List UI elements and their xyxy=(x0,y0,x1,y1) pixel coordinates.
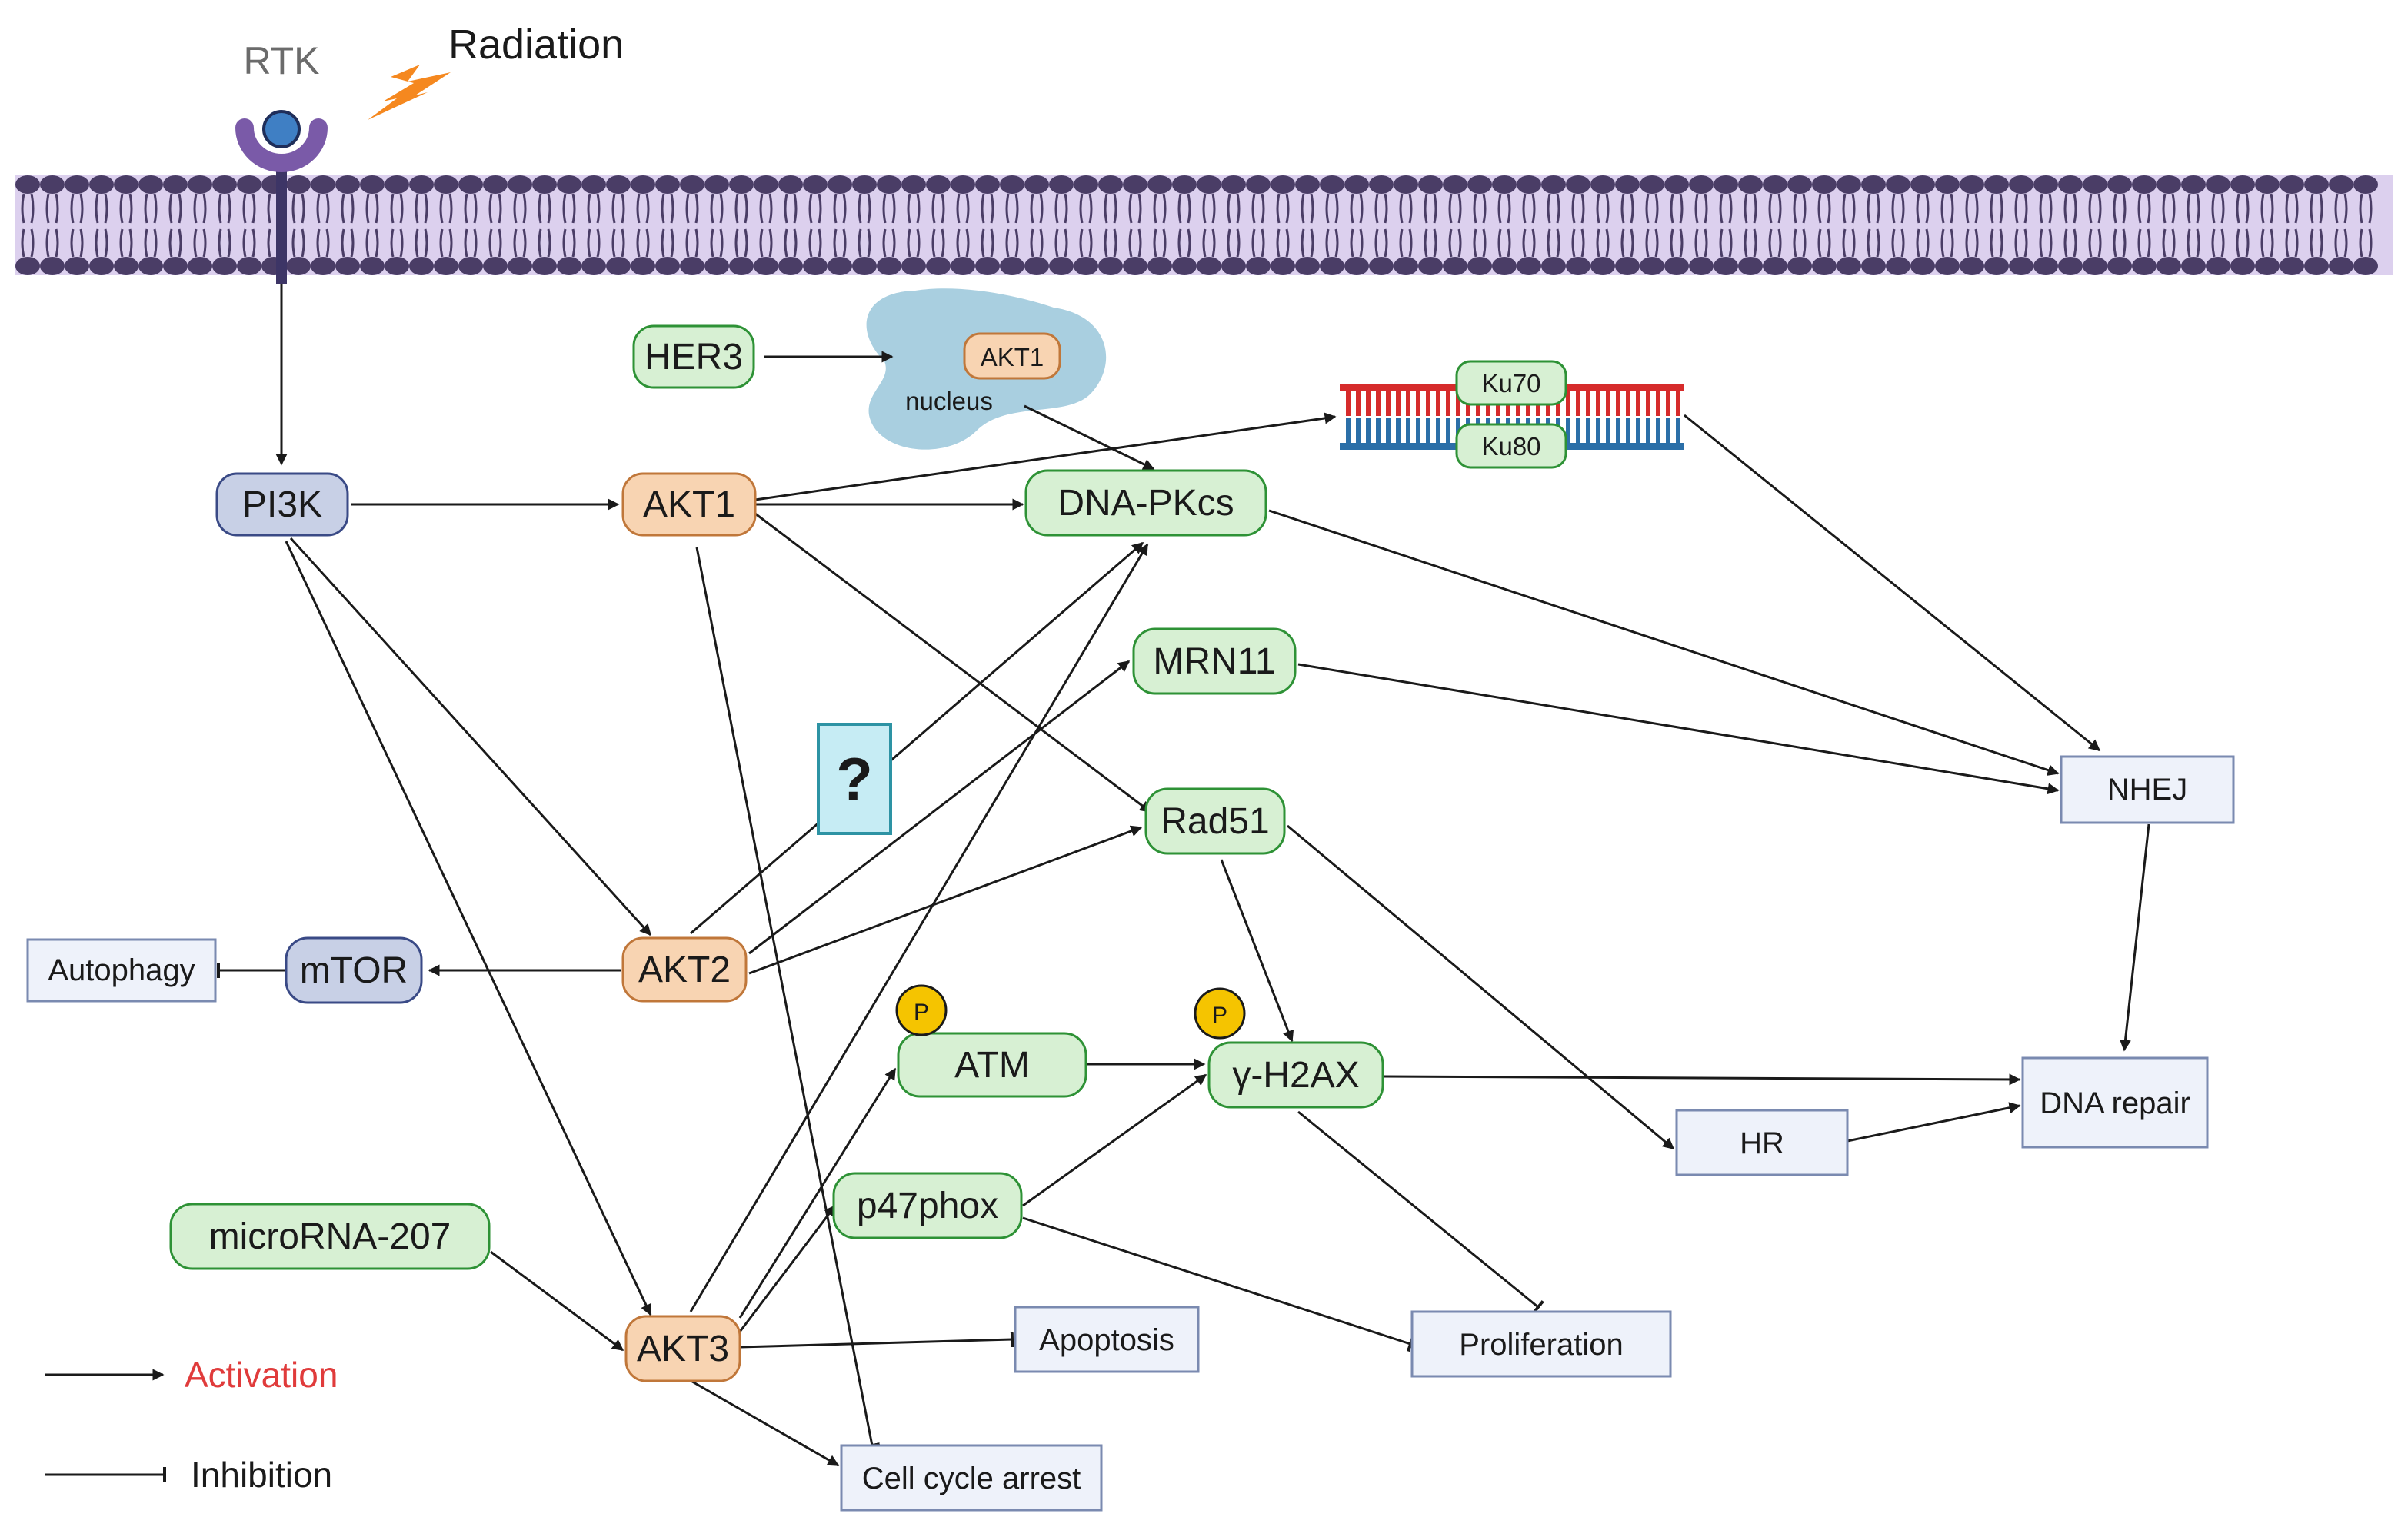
pi3k-label: PI3K xyxy=(242,484,322,525)
node-akt3[interactable]: AKT3 xyxy=(624,1315,741,1382)
node-dnapkcs[interactable]: DNA-PKcs xyxy=(1024,469,1267,537)
edge-akt2-dnapkcs xyxy=(690,541,1144,935)
edge-akt3-p47phox xyxy=(738,1204,837,1332)
edge-akt3-dnapkcs xyxy=(689,543,1149,1312)
legend-inhibition-label: Inhibition xyxy=(191,1455,332,1495)
edge-akt2-mrn11 xyxy=(748,660,1131,955)
edge-nucleus-dnapkcs xyxy=(1024,404,1155,471)
node-her3[interactable]: HER3 xyxy=(632,324,755,389)
atm-label: ATM xyxy=(954,1045,1030,1086)
cell-membrane xyxy=(15,175,2393,275)
edge-akt2-rad51 xyxy=(748,825,1143,975)
edge-rad51-hr xyxy=(1287,824,1675,1150)
rtk-receptor xyxy=(235,110,328,284)
akt2-label: AKT2 xyxy=(638,950,731,990)
edge-dnapkcs-nhej xyxy=(1268,509,2060,776)
atm-phospho-badge: P xyxy=(895,984,948,1036)
h2ax-phospho-label: P xyxy=(1212,1003,1227,1028)
outcome-autophagy[interactable]: Autophagy xyxy=(26,938,217,1003)
proliferation-label: Proliferation xyxy=(1459,1328,1623,1362)
edge-akt1-cellcycle xyxy=(695,547,881,1449)
mtor-label: mTOR xyxy=(300,950,408,991)
nucleus-label: nucleus xyxy=(905,387,993,415)
legend: Activation Inhibition xyxy=(45,1355,338,1495)
p47phox-label: p47phox xyxy=(857,1186,998,1226)
edge-h2ax-proliferation xyxy=(1297,1110,1544,1315)
akt1-label: AKT1 xyxy=(643,484,735,525)
node-rad51[interactable]: Rad51 xyxy=(1144,787,1286,855)
edge-microrna-akt3 xyxy=(490,1250,624,1352)
edge-rad51-h2ax xyxy=(1220,859,1294,1043)
outcomes: Autophagy NHEJ DNA repair HR Apoptosis P… xyxy=(26,755,2235,1512)
node-mrn11[interactable]: MRN11 xyxy=(1132,627,1297,695)
outcome-hr[interactable]: HR xyxy=(1675,1109,1849,1176)
hr-label: HR xyxy=(1740,1126,1784,1160)
node-h2ax[interactable]: γ-H2AX xyxy=(1207,1041,1384,1109)
outcome-nhej[interactable]: NHEJ xyxy=(2060,755,2235,824)
edges xyxy=(217,284,2150,1467)
edge-nhej-dnarepair xyxy=(2120,823,2150,1052)
node-akt1[interactable]: AKT1 xyxy=(621,472,757,537)
node-akt1-nucleus[interactable]: AKT1 xyxy=(963,332,1061,380)
ku70-label: Ku70 xyxy=(1481,369,1540,398)
node-atm[interactable]: ATM xyxy=(897,1032,1087,1098)
edge-akt3-apoptosis xyxy=(739,1331,1014,1349)
outcome-apoptosis[interactable]: Apoptosis xyxy=(1014,1306,1200,1373)
node-pi3k[interactable]: PI3K xyxy=(215,472,349,537)
lightning-icon xyxy=(368,65,451,120)
edge-pi3k-akt2 xyxy=(289,537,652,936)
edge-hr-dnarepair xyxy=(1847,1102,2021,1143)
h2ax-label: γ-H2AX xyxy=(1232,1055,1359,1096)
microrna207-label: microRNA-207 xyxy=(209,1216,451,1257)
cell-cycle-arrest-label: Cell cycle arrest xyxy=(862,1462,1081,1495)
node-akt2[interactable]: AKT2 xyxy=(621,936,748,1003)
edge-akt1-rad51 xyxy=(754,512,1152,813)
edge-akt3-atm xyxy=(738,1067,897,1319)
legend-activation-label: Activation xyxy=(185,1355,338,1395)
ku80-label: Ku80 xyxy=(1481,432,1540,461)
node-unknown[interactable]: ? xyxy=(817,723,892,835)
atm-phospho-label: P xyxy=(914,1000,929,1025)
edge-pi3k-akt3 xyxy=(285,541,652,1316)
node-mtor[interactable]: mTOR xyxy=(285,936,423,1004)
edge-p47phox-h2ax xyxy=(1022,1073,1207,1207)
edge-p47phox-proliferation xyxy=(1022,1216,1414,1352)
node-ku70[interactable]: Ku70 xyxy=(1455,360,1567,406)
autophagy-label: Autophagy xyxy=(48,953,195,987)
node-p47phox[interactable]: p47phox xyxy=(832,1172,1023,1239)
outcome-proliferation[interactable]: Proliferation xyxy=(1410,1310,1672,1378)
outcome-cell-cycle-arrest[interactable]: Cell cycle arrest xyxy=(840,1444,1103,1512)
apoptosis-label: Apoptosis xyxy=(1039,1323,1174,1357)
akt3-label: AKT3 xyxy=(637,1329,729,1369)
rad51-label: Rad51 xyxy=(1161,801,1269,842)
edge-mrn11-nhej xyxy=(1297,663,2060,795)
h2ax-phospho-badge: P xyxy=(1194,987,1246,1040)
dna-repair-label: DNA repair xyxy=(2040,1086,2190,1120)
her3-label: HER3 xyxy=(644,337,743,378)
edge-akt3-cellcycle xyxy=(682,1375,840,1467)
akt1-nucleus-label: AKT1 xyxy=(981,343,1044,371)
node-microrna207[interactable]: microRNA-207 xyxy=(169,1203,491,1270)
edge-h2ax-dnarepair xyxy=(1384,1073,2021,1086)
edge-dna-nhej xyxy=(1684,414,2101,752)
node-ku80[interactable]: Ku80 xyxy=(1455,423,1567,469)
rtk-label: RTK xyxy=(243,39,319,82)
lipid-bilayer xyxy=(15,175,2378,275)
mrn11-label: MRN11 xyxy=(1153,641,1275,682)
outcome-dna-repair[interactable]: DNA repair xyxy=(2021,1056,2209,1149)
question-mark: ? xyxy=(836,745,873,813)
radiation-label: Radiation xyxy=(448,22,624,68)
ligand-icon xyxy=(262,110,301,148)
nodes: PI3K AKT1 HER3 AKT1 Ku70 Ku80 DN xyxy=(169,324,1567,1382)
edge-akt1-dna xyxy=(754,412,1337,501)
nhej-label: NHEJ xyxy=(2107,773,2187,807)
dnapkcs-label: DNA-PKcs xyxy=(1057,483,1234,524)
